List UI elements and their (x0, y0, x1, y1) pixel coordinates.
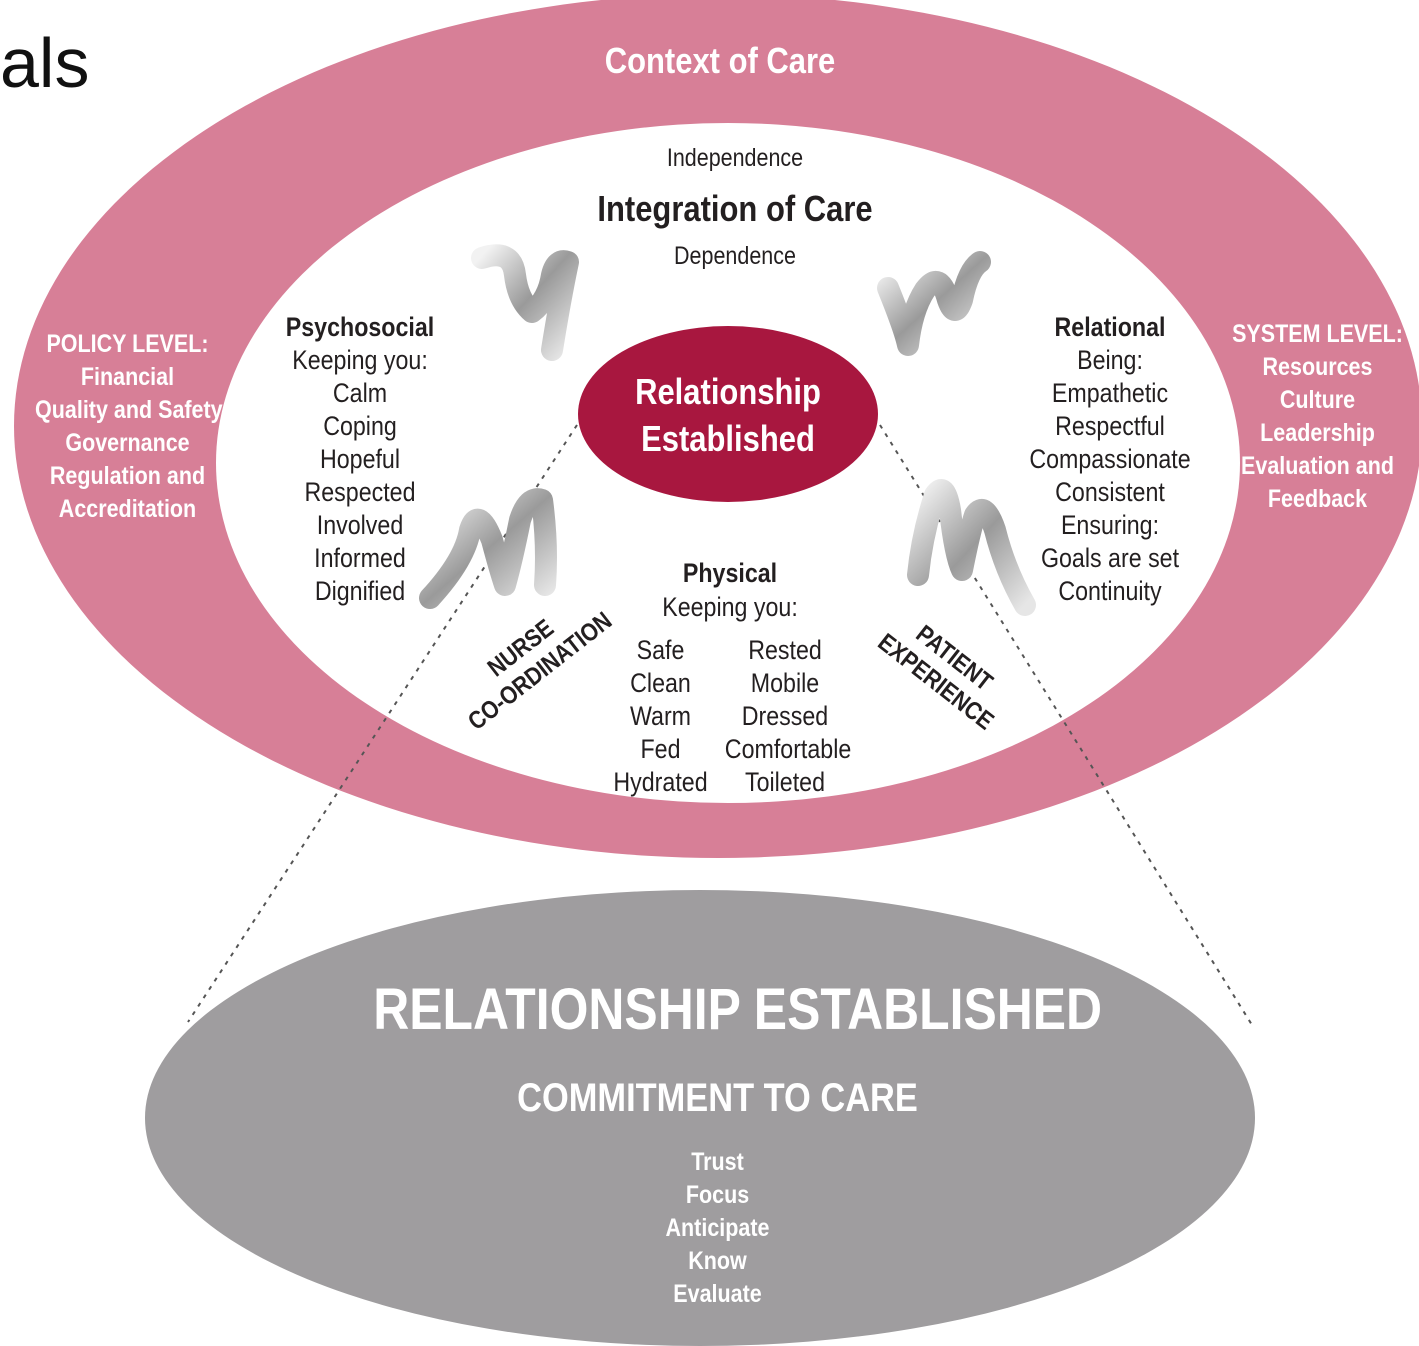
system-level-heading: SYSTEM LEVEL: (1232, 320, 1403, 348)
relational-item: Compassionate (1029, 444, 1191, 474)
physical-heading-block: Physical Keeping you: (644, 556, 816, 624)
physical-item: Toileted (744, 767, 826, 797)
commitment-list: Trust Focus Anticipate Know Evaluate (634, 1146, 802, 1311)
relationship-established-ellipse (578, 326, 878, 502)
ribbon-bottom-right (907, 479, 1036, 616)
zoom-line-left (187, 424, 578, 1023)
relationship-established-label: Relationship Established (616, 368, 840, 462)
center-line-2: Established (641, 418, 815, 459)
psychosocial-item: Informed (314, 543, 406, 573)
psychosocial-item: Respected (304, 477, 416, 507)
policy-level-heading: POLICY LEVEL: (46, 330, 209, 358)
relational-item: Continuity (1058, 576, 1162, 606)
psychosocial-item: Hopeful (319, 444, 401, 474)
relational-item: Goals are set (1040, 543, 1180, 573)
relational-sub-2: Ensuring: (1060, 510, 1160, 540)
psychosocial-item: Involved (316, 510, 404, 540)
slide-title-fragment: als (0, 24, 90, 102)
bottom-title: RELATIONSHIP ESTABLISHED (373, 977, 1103, 1042)
relational-block: Relational Being: Empathetic Respectful … (1020, 311, 1201, 608)
physical-item: Safe (636, 635, 685, 665)
commitment-item: Evaluate (673, 1280, 762, 1308)
dependence-label: Dependence (674, 242, 796, 270)
physical-item: Fed (640, 734, 681, 764)
ribbon-top-right (877, 251, 991, 356)
commitment-item: Anticipate (665, 1214, 770, 1242)
commitment-item: Focus (685, 1181, 750, 1209)
psychosocial-item: Coping (323, 411, 397, 441)
system-item: Culture (1279, 386, 1356, 414)
relational-item: Empathetic (1051, 378, 1169, 408)
policy-item: Governance (65, 429, 190, 457)
psychosocial-heading: Psychosocial (285, 312, 435, 342)
relational-item: Consistent (1055, 477, 1165, 507)
physical-right-column: Rested Mobile Dressed Comfortable Toilet… (724, 634, 852, 799)
physical-heading: Physical (682, 558, 778, 588)
zoom-line-right (879, 424, 1253, 1026)
system-item: Resources (1262, 353, 1373, 381)
system-level-block: SYSTEM LEVEL: Resources Culture Leadersh… (1229, 318, 1405, 516)
psychosocial-sub: Keeping you: (292, 345, 428, 375)
system-item: Feedback (1267, 485, 1368, 513)
physical-left-column: Safe Clean Warm Fed Hydrated (607, 634, 715, 799)
system-item: Leadership (1260, 419, 1375, 447)
policy-level-block: POLICY LEVEL: Financial Quality and Safe… (35, 328, 223, 526)
ribbon-bottom-left (419, 488, 557, 609)
bottom-subtitle: COMMITMENT TO CARE (517, 1076, 918, 1120)
relational-sub: Being: (1077, 345, 1143, 375)
commitment-item: Trust (691, 1148, 744, 1176)
physical-item: Mobile (750, 668, 820, 698)
policy-item: Financial (80, 363, 175, 391)
ribbon-top-left (471, 244, 579, 361)
integration-of-care-title: Integration of Care (597, 188, 873, 229)
center-line-1: Relationship (635, 371, 821, 412)
bottom-ellipse (145, 890, 1255, 1346)
policy-item: Quality and Safety (35, 396, 223, 424)
physical-item: Dressed (741, 701, 829, 731)
independence-label: Independence (666, 144, 804, 172)
relational-item: Respectful (1055, 411, 1165, 441)
physical-item: Comfortable (724, 734, 852, 764)
physical-item: Rested (748, 635, 822, 665)
policy-item: Regulation and (49, 462, 206, 490)
physical-item: Hydrated (613, 767, 708, 797)
physical-item: Clean (630, 668, 691, 698)
physical-sub: Keeping you: (662, 592, 798, 622)
relational-heading: Relational (1054, 312, 1166, 342)
policy-item: Accreditation (58, 495, 197, 523)
context-of-care-title: Context of Care (604, 40, 836, 81)
psychosocial-item: Calm (332, 378, 388, 408)
system-item: Evaluation and (1241, 452, 1394, 480)
psychosocial-block: Psychosocial Keeping you: Calm Coping Ho… (265, 311, 454, 608)
physical-item: Warm (629, 701, 692, 731)
commitment-item: Know (688, 1247, 747, 1275)
psychosocial-item: Dignified (314, 576, 406, 606)
